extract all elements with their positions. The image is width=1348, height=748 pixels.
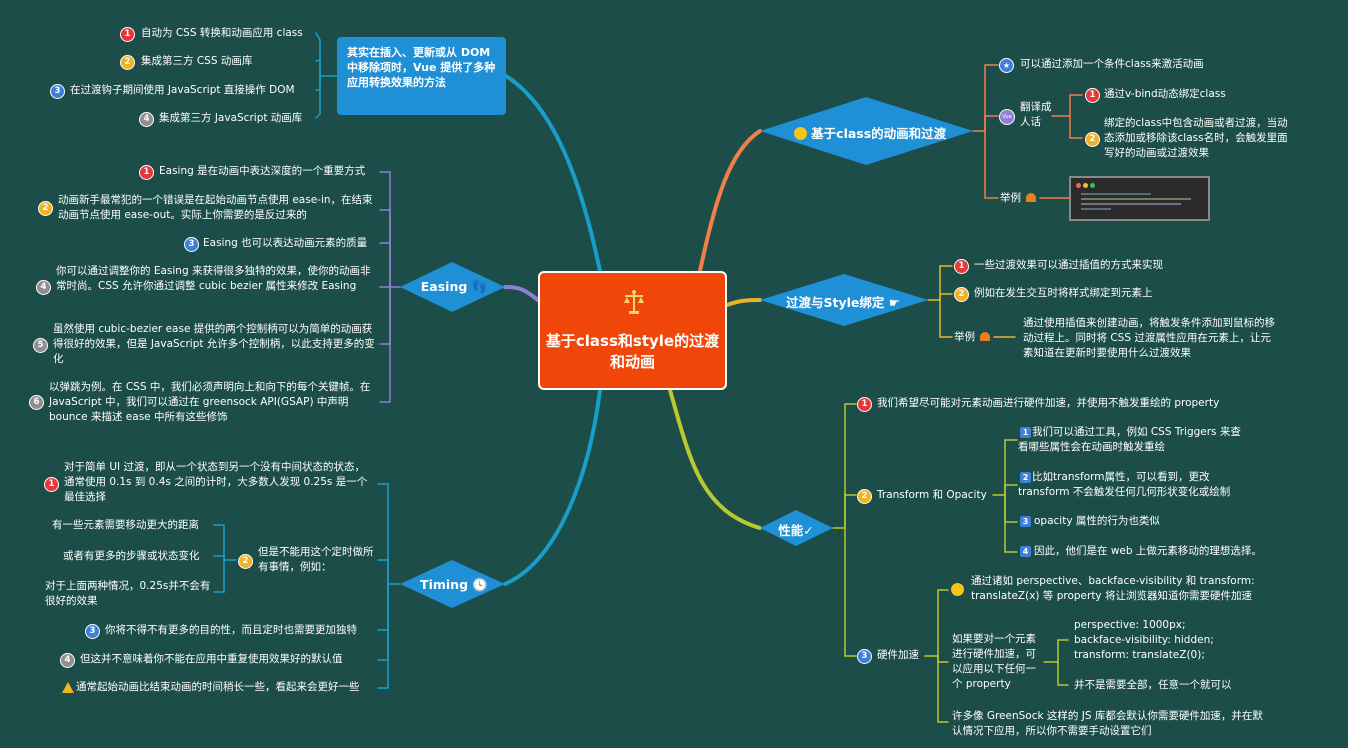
timing-item-2-sub-3[interactable]: 对于上面两种情况，0.25s并不会有很好的效果 — [45, 580, 211, 607]
vue-icon: Vue — [999, 109, 1015, 125]
branch-perf-label[interactable]: 性能✓ — [778, 523, 814, 538]
class-translate-1[interactable]: 通过v-bind动态绑定class — [1104, 88, 1226, 100]
num-badge-1: 1 — [857, 397, 872, 412]
clock-icon: 🕓 — [472, 577, 488, 592]
callout-item-1[interactable]: 自动为 CSS 转换和动画应用 class — [141, 27, 303, 39]
num-badge-2: 2 — [38, 201, 53, 216]
timing-item-4[interactable]: 但这并不意味着你不能在应用中重复使用效果好的默认值 — [80, 653, 343, 665]
square-num-4: 4 — [1020, 546, 1031, 557]
timing-item-3[interactable]: 你将不得不有更多的目的性，而且定时也需要更加独特 — [105, 624, 357, 636]
num-badge-2: 2 — [120, 55, 135, 70]
footprints-icon: 👣 — [471, 279, 488, 294]
branch-easing-label[interactable]: Easing 👣 — [420, 279, 488, 294]
timing-item-1[interactable]: 对于简单 UI 过渡，即从一个状态到另一个没有中间状态的状态，通常使用 0.1s… — [64, 461, 368, 503]
diamond-class — [760, 97, 973, 165]
callout-item-3[interactable]: 在过渡钩子期间使用 JavaScript 直接操作 DOM — [70, 84, 295, 96]
perf-sub-2[interactable]: 比如transform属性，可以看到，更改 transform 不会触发任何几何… — [1018, 471, 1231, 498]
callout-item-4[interactable]: 集成第三方 JavaScript 动画库 — [159, 112, 303, 124]
easing-item-6[interactable]: 以弹跳为例。在 CSS 中，我们必须声明向上和向下的每个关键帧。在 JavaSc… — [49, 381, 371, 423]
num-badge-1: 1 — [954, 259, 969, 274]
timing-item-5[interactable]: 通常起始动画比结束动画的时间稍长一些，看起来会更好一些 — [76, 681, 360, 693]
num-badge-1: 1 — [139, 165, 154, 180]
num-badge-4: 4 — [139, 112, 154, 127]
num-badge-2: 2 — [238, 554, 253, 569]
star-icon: ★ — [999, 58, 1014, 73]
bell-icon — [980, 332, 990, 341]
square-num-3: 3 — [1020, 516, 1031, 527]
scales-icon — [622, 289, 646, 315]
easing-item-2[interactable]: 动画新手最常犯的一个错误是在起始动画节点使用 ease-in，在结束动画节点使用… — [58, 194, 373, 221]
num-badge-5: 5 — [33, 338, 48, 353]
grin-emoji-icon — [793, 127, 807, 140]
timing-item-2-sub-2[interactable]: 或者有更多的步骤或状态变化 — [63, 550, 200, 562]
perf-item-2[interactable]: Transform 和 Opacity — [877, 489, 987, 501]
class-example-label[interactable]: 举例 — [1000, 192, 1021, 204]
timing-item-2[interactable]: 但是不能用这个定时做所有事情，例如： — [258, 546, 374, 573]
perf-hw-1[interactable]: 通过诸如 perspective、backface-visibility 和 t… — [971, 575, 1255, 602]
style-example-text[interactable]: 通过使用插值来创建动画，将触发条件添加到鼠标的移动过程上。同时将 CSS 过渡属… — [1023, 317, 1275, 359]
num-badge-6: 6 — [29, 395, 44, 410]
perf-hw-2-code[interactable]: perspective: 1000px; backface-visibility… — [1074, 619, 1214, 661]
num-badge-1: 1 — [1085, 88, 1100, 103]
num-badge-3: 3 — [184, 237, 199, 252]
diamond-timing — [400, 560, 505, 608]
num-badge-3: 3 — [50, 84, 65, 99]
num-badge-1: 1 — [120, 27, 135, 42]
code-screenshot-image[interactable] — [1069, 176, 1210, 221]
perf-sub-3[interactable]: opacity 属性的行为也类似 — [1034, 515, 1160, 527]
callout-item-2[interactable]: 集成第三方 CSS 动画库 — [141, 55, 253, 67]
perf-item-1[interactable]: 我们希望尽可能对元素动画进行硬件加速，并使用不触发重绘的 property — [877, 397, 1220, 409]
style-item-2[interactable]: 例如在发生交互时将样式绑定到元素上 — [974, 287, 1153, 299]
pointing-hand-icon: ☛ — [888, 295, 900, 310]
easing-item-1[interactable]: Easing 是在动画中表达深度的一个重要方式 — [159, 165, 366, 177]
central-topic[interactable]: 基于class和style的过渡和动画 — [538, 271, 727, 390]
num-badge-1: 1 — [44, 477, 59, 492]
perf-hw-3[interactable]: 许多像 GreenSock 这样的 JS 库都会默认你需要硬件加速，并在默认情况… — [952, 710, 1263, 737]
diamond-perf — [760, 510, 833, 546]
style-item-1[interactable]: 一些过渡效果可以通过插值的方式来实现 — [974, 259, 1163, 271]
num-badge-2: 2 — [857, 489, 872, 504]
branch-class-label[interactable]: 基于class的动画和过渡 — [790, 123, 950, 142]
square-num-2: 2 — [1020, 472, 1031, 483]
diamond-easing — [400, 262, 505, 312]
perf-sub-4[interactable]: 因此，他们是在 web 上做元素移动的理想选择。 — [1034, 545, 1262, 557]
style-example-label[interactable]: 举例 — [954, 331, 975, 343]
class-translate-2[interactable]: 绑定的class中包含动画或者过渡，当动态添加或移除该class名时，会触发里面… — [1104, 117, 1288, 159]
timing-item-2-sub-1[interactable]: 有一些元素需要移动更大的距离 — [52, 519, 199, 531]
square-num-1: 1 — [1020, 427, 1031, 438]
easing-item-5[interactable]: 虽然使用 cubic-bezier ease 提供的两个控制柄可以为简单的动画获… — [53, 323, 375, 365]
perf-hw-2[interactable]: 如果要对一个元素进行硬件加速，可以应用以下任何一个 property — [952, 633, 1036, 690]
class-translate-label[interactable]: 翻译成人话 — [1020, 101, 1052, 128]
num-badge-2: 2 — [954, 287, 969, 302]
branch-style-label[interactable]: 过渡与Style绑定 ☛ — [786, 295, 900, 310]
easing-item-4[interactable]: 你可以通过调整你的 Easing 来获得很多独特的效果，使你的动画非常时尚。CS… — [56, 265, 371, 292]
easing-item-3[interactable]: Easing 也可以表达动画元素的质量 — [203, 237, 368, 249]
branch-timing-label[interactable]: Timing 🕓 — [420, 577, 488, 592]
perf-item-3[interactable]: 硬件加速 — [877, 649, 919, 661]
callout-box[interactable]: 其实在插入、更新或从 DOM 中移除项时，Vue 提供了多种应用转换效果的方法 — [337, 37, 506, 115]
warning-icon — [62, 682, 74, 693]
perf-hw-2-note[interactable]: 并不是需要全部，任意一个就可以 — [1074, 679, 1232, 691]
num-badge-2: 2 — [1085, 132, 1100, 147]
num-badge-4: 4 — [60, 653, 75, 668]
class-item-1[interactable]: 可以通过添加一个条件class来激活动画 — [1020, 58, 1204, 70]
grin-emoji-icon — [951, 583, 964, 596]
perf-sub-1[interactable]: 我们可以通过工具，例如 CSS Triggers 来查看哪些属性会在动画时触发重… — [1018, 426, 1241, 453]
num-badge-3: 3 — [857, 649, 872, 664]
central-title: 基于class和style的过渡和动画 — [545, 332, 720, 371]
bell-icon — [1026, 193, 1036, 202]
diamond-style — [760, 274, 928, 326]
num-badge-3: 3 — [85, 624, 100, 639]
num-badge-4: 4 — [36, 280, 51, 295]
